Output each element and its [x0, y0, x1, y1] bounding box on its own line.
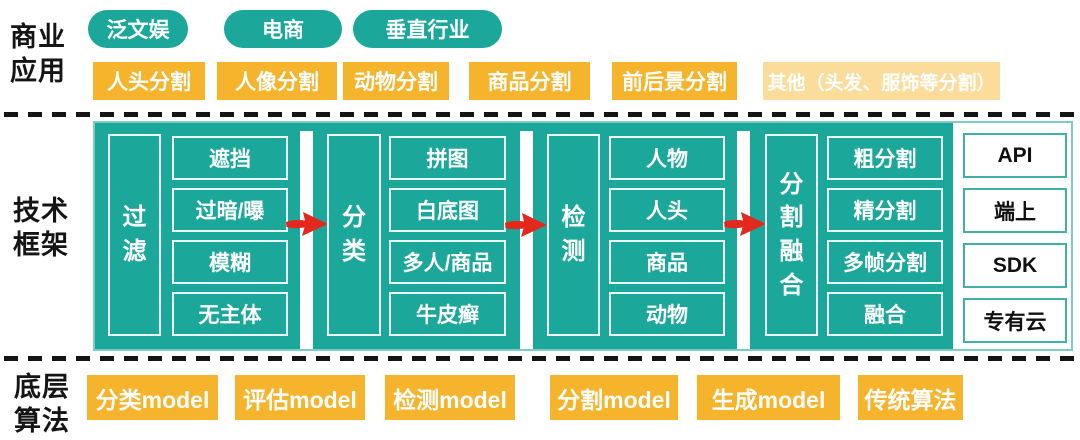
classify-item-collage: 拼图 — [389, 136, 506, 180]
filter-item-occlusion: 遮挡 — [172, 136, 288, 180]
app-portrait-segmentation: 人像分割 — [217, 62, 337, 100]
app-animal-segmentation: 动物分割 — [343, 62, 449, 100]
delivery-on-device: 端上 — [963, 188, 1067, 233]
dashed-divider-bottom — [4, 356, 1076, 361]
pill-ecommerce: 电商 — [224, 10, 342, 48]
detect-item-animal: 动物 — [609, 292, 725, 336]
seg-item-fusion: 融合 — [827, 292, 943, 336]
model-generation: 生成model — [697, 375, 840, 420]
row-label-tech: 技术 框架 — [13, 196, 69, 260]
delivery-api: API — [963, 133, 1067, 178]
model-detection: 检测model — [385, 375, 515, 420]
arrow-right-icon — [723, 207, 767, 241]
seg-item-fine: 精分割 — [827, 188, 943, 232]
classify-item-watermark: 牛皮癣 — [389, 292, 506, 336]
model-traditional: 传统算法 — [858, 375, 963, 420]
detect-item-person: 人物 — [609, 136, 725, 180]
detect-item-product: 商品 — [609, 240, 725, 284]
dashed-divider-top — [4, 112, 1076, 117]
group-detect-title: 检测 — [547, 134, 600, 336]
row-label-algo: 底层 算法 — [14, 372, 70, 436]
pill-pan-entertainment: 泛文娱 — [88, 10, 188, 48]
filter-item-blur: 模糊 — [172, 240, 288, 284]
model-evaluation: 评估model — [235, 375, 365, 420]
arrow-right-icon — [504, 208, 548, 242]
filter-item-no-subject: 无主体 — [172, 292, 288, 336]
group-filter-title: 过滤 — [108, 134, 161, 336]
filter-item-dark-exposure: 过暗/曝 — [172, 188, 288, 232]
seg-item-coarse: 粗分割 — [827, 136, 943, 180]
panel-gap — [737, 131, 750, 349]
pill-vertical-industry: 垂直行业 — [353, 10, 502, 48]
arrow-right-icon — [285, 207, 329, 241]
app-fg-bg-segmentation: 前后景分割 — [612, 62, 737, 100]
delivery-sdk: SDK — [963, 243, 1067, 288]
seg-item-multiframe: 多帧分割 — [827, 240, 943, 284]
delivery-private-cloud: 专有云 — [963, 298, 1067, 343]
classify-item-white-bg: 白底图 — [389, 188, 506, 232]
classify-item-multi-person-product: 多人/商品 — [389, 240, 506, 284]
panel-gap — [520, 131, 533, 349]
app-other-segmentation: 其他（头发、服饰等分割） — [763, 62, 1000, 100]
model-segmentation: 分割model — [550, 375, 678, 420]
group-seg-fusion-title: 分割融合 — [765, 134, 818, 336]
model-classification: 分类model — [87, 375, 218, 420]
app-product-segmentation: 商品分割 — [469, 62, 590, 100]
app-head-segmentation: 人头分割 — [93, 62, 205, 100]
group-classify-title: 分类 — [327, 134, 381, 336]
row-label-business: 商业 应用 — [10, 22, 66, 86]
panel-gap — [300, 131, 313, 349]
detect-item-head: 人头 — [609, 188, 725, 232]
